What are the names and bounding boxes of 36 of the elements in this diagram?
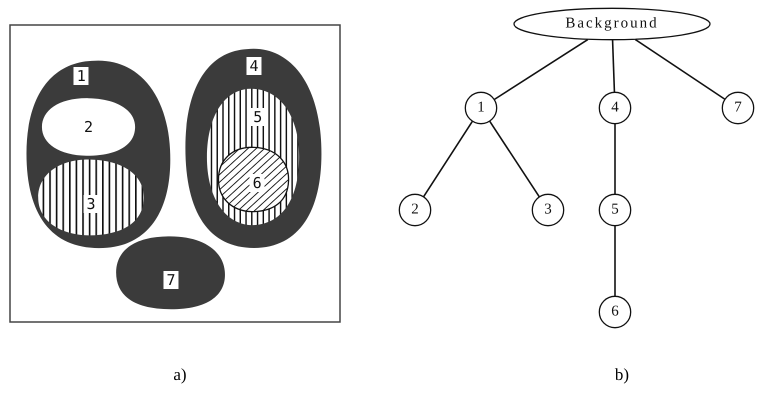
tree-edge — [494, 38, 588, 100]
tree-node-circle — [599, 92, 631, 124]
region-number: 5 — [250, 108, 266, 126]
panel-label: a) — [173, 365, 187, 385]
tree-node-circle — [599, 194, 631, 226]
tree-node-circle — [532, 194, 564, 226]
tree-edge — [614, 124, 616, 194]
node-label: 4 — [611, 100, 619, 116]
tree-node-circle — [399, 194, 431, 226]
node-label: 3 — [544, 202, 552, 218]
node-label: 7 — [734, 100, 742, 116]
tree-edge — [634, 38, 726, 100]
tree-edge — [612, 40, 616, 92]
panel-label: b) — [614, 365, 630, 385]
region-number: 1 — [74, 67, 89, 86]
node-label: 6 — [611, 304, 619, 320]
tree-node-circle — [465, 92, 497, 124]
node-label: 5 — [611, 202, 619, 218]
tree-edge — [489, 120, 540, 198]
dark-region — [115, 235, 227, 310]
striped-region — [36, 158, 146, 237]
region-number: 3 — [83, 194, 99, 213]
striped-region — [205, 86, 301, 228]
node-label: 1 — [477, 100, 485, 116]
blank-region — [40, 97, 137, 157]
tree-node-circle — [722, 92, 754, 124]
tree-node-circle — [599, 296, 631, 328]
tree-edge — [614, 226, 616, 296]
tree-edge — [423, 121, 473, 197]
node-label: 2 — [411, 202, 419, 218]
region-number: 4 — [246, 56, 262, 74]
node-label: Background — [565, 16, 659, 32]
region-number: 6 — [250, 174, 265, 192]
region-number: 7 — [163, 271, 179, 289]
root-ellipse — [512, 8, 712, 40]
hatched-region — [217, 146, 290, 213]
